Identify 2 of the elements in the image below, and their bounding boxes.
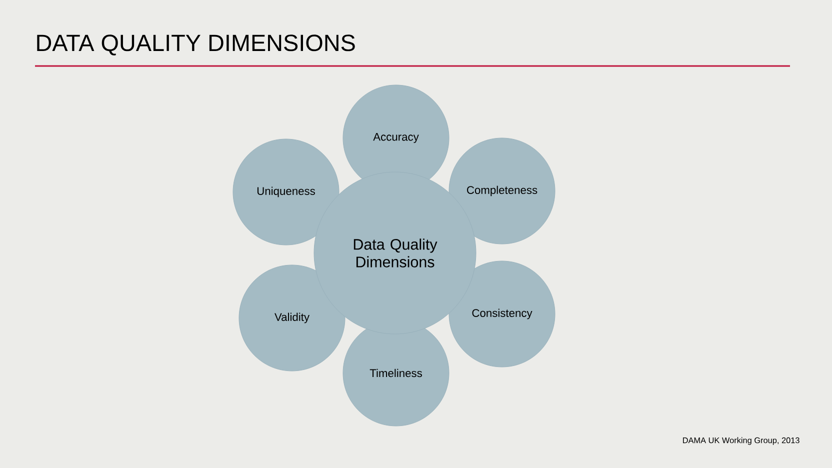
title: DATA QUALITY DIMENSIONS [37,34,355,56]
source-note: DAMA UK Working Group, 2013 [683,437,800,445]
